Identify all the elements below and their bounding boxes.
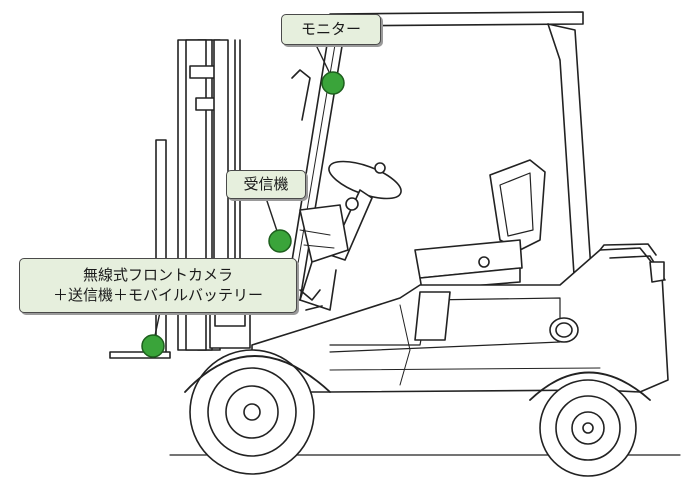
monitor-callout: モニター [281,14,381,45]
forklift-illustration [109,11,681,477]
camera-callout: 無線式フロントカメラ ＋送信機＋モバイルバッテリー [19,258,297,313]
camera-label-line1: 無線式フロントカメラ [82,266,233,284]
monitor-label: モニター [300,20,361,38]
receiver-label: 受信機 [243,175,289,193]
camera-label-line2: ＋送信機＋モバイルバッテリー [52,286,263,304]
monitor-marker-dot [321,71,345,95]
marker-dots [141,71,345,358]
receiver-callout: 受信機 [226,170,306,199]
camera-marker-dot [141,334,165,358]
receiver-marker-dot [268,229,292,253]
